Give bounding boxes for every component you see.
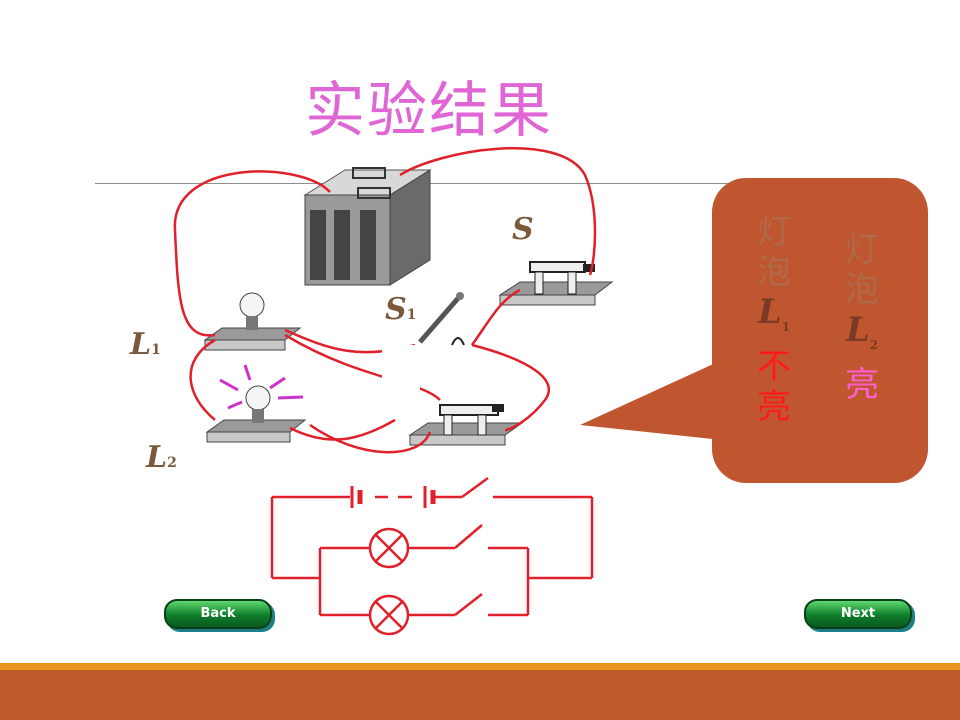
switch-s1-icon bbox=[418, 292, 465, 346]
bubble-col-l2: 灯 泡 L2 亮 bbox=[845, 230, 879, 405]
circuit-schematic bbox=[270, 476, 594, 636]
page-title: 实验结果 bbox=[305, 76, 553, 146]
label-s1: S1 bbox=[385, 292, 417, 327]
label-s: S bbox=[512, 212, 534, 247]
wires bbox=[173, 147, 597, 454]
footer-bar bbox=[0, 670, 960, 720]
battery-icon bbox=[303, 167, 432, 286]
label-l1: L1 bbox=[130, 327, 161, 362]
next-button[interactable]: Next bbox=[804, 599, 912, 629]
back-button[interactable]: Back bbox=[164, 599, 272, 629]
label-l2: L2 bbox=[146, 440, 177, 475]
bulb-l2-icon bbox=[205, 364, 307, 443]
bubble-col-l1: 灯 泡 L1 不 亮 bbox=[757, 212, 791, 427]
bulb-l1-icon bbox=[203, 292, 302, 351]
footer-accent-line bbox=[0, 663, 960, 670]
result-bubble bbox=[712, 178, 928, 483]
switch-s-icon bbox=[498, 261, 614, 306]
switch-s2-icon bbox=[408, 404, 524, 446]
